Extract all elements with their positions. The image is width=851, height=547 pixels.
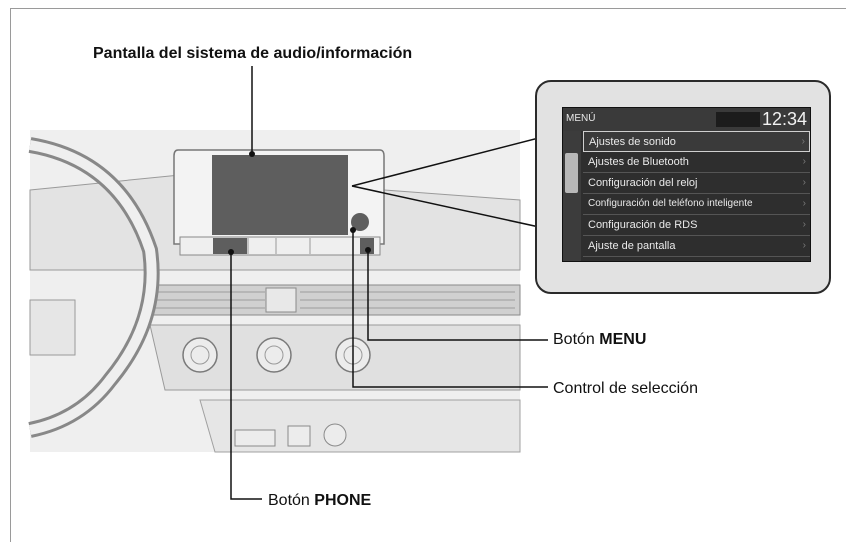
menu-item[interactable]: Ajuste de pantalla › <box>583 236 810 257</box>
menu-leader-line <box>367 250 548 341</box>
selector-knob <box>351 213 369 231</box>
steering-wheel-rim-inner <box>28 140 157 435</box>
menu-item-label: Ajuste de pantalla <box>588 240 676 252</box>
control-leader-dot <box>350 227 356 233</box>
chevron-right-icon: › <box>802 240 806 251</box>
menu-item-label: Configuración del teléfono inteligente <box>588 198 753 209</box>
chevron-right-icon: › <box>802 177 806 188</box>
scroll-thumb[interactable] <box>565 153 578 193</box>
phone-label-prefix: Botón <box>268 492 315 509</box>
chevron-right-icon: › <box>801 136 805 147</box>
steering-hub <box>29 299 76 356</box>
display-button-strip <box>179 236 381 256</box>
menu-item[interactable]: Configuración de RDS › <box>583 215 810 236</box>
audio-display-screen <box>212 155 348 235</box>
screen-header: MENÚ 12:34 <box>563 108 810 131</box>
title-leader-dot <box>249 151 255 157</box>
power-outlet <box>323 423 347 447</box>
control-leader-line <box>352 230 548 388</box>
phone-label-bold: PHONE <box>314 492 372 509</box>
menu-item[interactable]: Ajustes de Bluetooth › <box>583 152 810 173</box>
left-knob-inner <box>190 345 210 365</box>
phone-button <box>213 238 247 254</box>
menu-item[interactable]: Configuración del teléfono inteligente › <box>583 194 810 215</box>
menu-item[interactable]: Configuración del reloj › <box>583 173 810 194</box>
chevron-right-icon: › <box>802 156 806 167</box>
menu-item-label: Configuración del reloj <box>588 177 698 189</box>
menu-item-label: Ajustes de Bluetooth <box>588 156 689 168</box>
callout-leader-bottom <box>351 185 563 233</box>
phone-leader-line <box>230 252 262 500</box>
left-knob <box>182 337 218 373</box>
menu-button-label: Botón MENU <box>553 331 646 349</box>
menu-label-bold: MENU <box>599 331 647 348</box>
chevron-right-icon: › <box>802 219 806 230</box>
menu-item[interactable]: Ajustes de sonido › <box>583 131 810 152</box>
menu-item-label: Configuración de RDS <box>588 219 698 231</box>
screen-header-bar <box>716 112 760 127</box>
chevron-right-icon: › <box>802 198 806 209</box>
selector-control-label: Control de selección <box>553 380 698 397</box>
phone-leader-dot <box>228 249 234 255</box>
phone-button-label: Botón PHONE <box>268 492 371 510</box>
figure-frame <box>10 8 846 542</box>
menu-screen: MENÚ 12:34 ⌃ ⌄ Ajustes de sonido › Ajuste… <box>562 107 811 262</box>
center-vent-display <box>265 287 297 313</box>
usb-port <box>234 429 276 447</box>
lower-console <box>199 399 521 453</box>
climate-panel <box>149 324 521 391</box>
menu-list: Ajustes de sonido › Ajustes de Bluetooth ›… <box>583 131 810 257</box>
menu-label-prefix: Botón <box>553 331 600 348</box>
center-knob <box>256 337 292 373</box>
screen-title: MENÚ <box>566 113 596 124</box>
display-title-label: Pantalla del sistema de audio/informació… <box>93 45 413 62</box>
center-knob-inner <box>264 345 284 365</box>
callout-leader-top <box>351 131 563 187</box>
menu-item-label: Ajustes de sonido <box>589 136 676 148</box>
menu-leader-dot <box>365 247 371 253</box>
screen-scrollbar[interactable]: ⌃ ⌄ <box>563 131 581 261</box>
console-port <box>287 425 311 447</box>
screen-clock: 12:34 <box>761 109 807 129</box>
